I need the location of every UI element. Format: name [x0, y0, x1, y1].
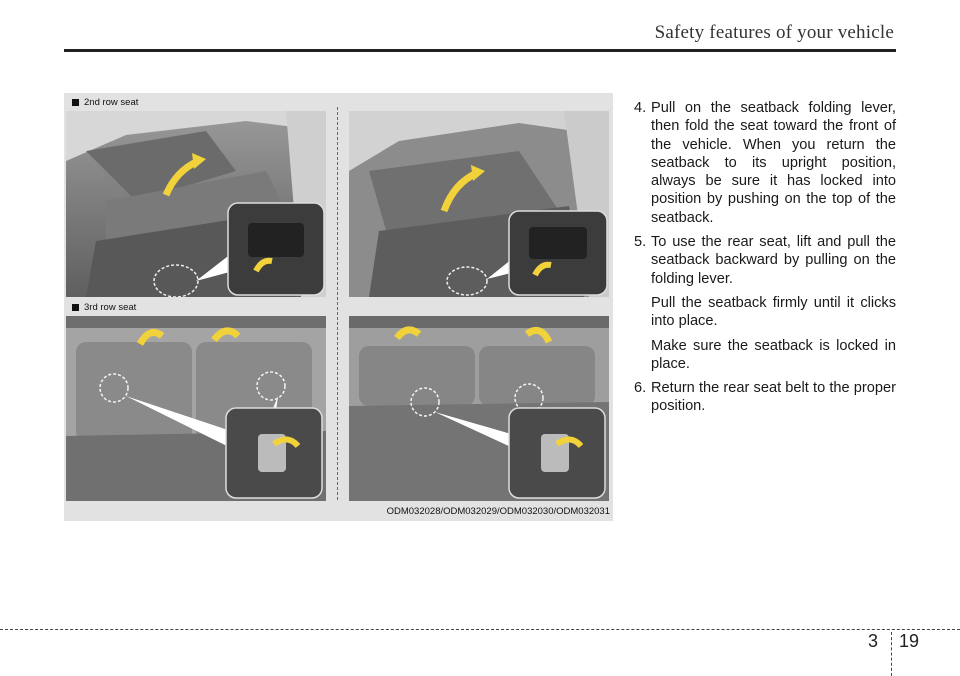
square-bullet-icon: [72, 99, 79, 106]
page-number: 19: [899, 631, 920, 651]
step-5-note-1: Pull the seatback firmly until it clicks…: [651, 294, 896, 330]
figure-divider: [337, 107, 338, 500]
step-text: To use the rear seat, lift and pull the …: [651, 234, 896, 287]
page-chapter: 3: [868, 631, 879, 651]
step-number: 6.: [634, 380, 647, 397]
label-3rd-row: 3rd row seat: [72, 302, 136, 313]
header-rule: [64, 49, 896, 52]
step-text: Pull on the seatback folding lever, then…: [651, 100, 896, 226]
step-6: 6. Return the rear seat belt to the prop…: [634, 379, 896, 416]
instruction-text: 4. Pull on the seatback folding lever, t…: [634, 99, 896, 422]
step-5: 5. To use the rear seat, lift and pull t…: [634, 233, 896, 288]
header-title: Safety features of your vehicle: [654, 22, 894, 43]
step-text: Return the rear seat belt to the proper …: [651, 380, 896, 415]
photo-3rd-row-fold: [66, 316, 326, 501]
step-number: 5.: [634, 234, 647, 251]
footer-separator: [891, 632, 892, 676]
footer-rule: [0, 629, 960, 630]
step-number: 4.: [634, 100, 647, 116]
square-bullet-icon: [72, 304, 79, 311]
step-5-note-2: Make sure the seatback is locked in plac…: [651, 337, 896, 372]
photo-2nd-row-fold: [66, 111, 326, 297]
label-2nd-row-text: 2nd row seat: [84, 97, 139, 108]
label-2nd-row: 2nd row seat: [72, 97, 138, 108]
step-4: 4. Pull on the seatback folding lever, t…: [634, 99, 896, 227]
photo-3rd-row-return: [349, 316, 609, 501]
label-3rd-row-text: 3rd row seat: [84, 302, 137, 313]
figure-panel: 2nd row seat: [64, 93, 613, 521]
figure-caption: ODM032028/ODM032029/ODM032030/ODM032031: [386, 506, 610, 517]
photo-2nd-row-return: [349, 111, 609, 297]
